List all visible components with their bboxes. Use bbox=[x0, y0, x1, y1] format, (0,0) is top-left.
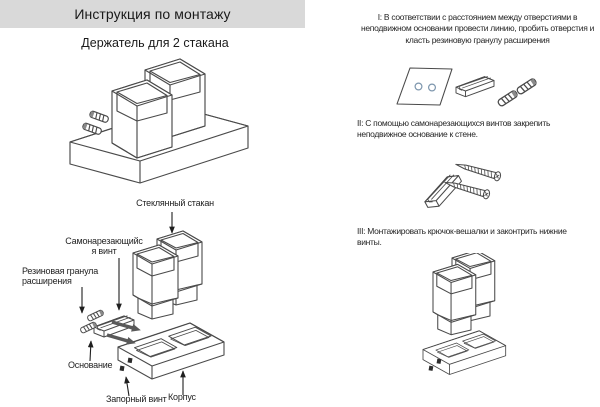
steps-panel: I: В соответствии с расстоянием между от… bbox=[355, 0, 600, 407]
wall-plate-drawing bbox=[396, 67, 453, 106]
step-2-illustration bbox=[418, 159, 503, 212]
housing-drawing bbox=[118, 323, 224, 379]
locking-screw-icon bbox=[428, 358, 442, 371]
callout-arrows bbox=[79, 212, 186, 397]
page-title: Инструкция по монтажу bbox=[74, 6, 231, 22]
label-glass-cup: Стеклянный стакан bbox=[136, 198, 214, 208]
step-3-illustration bbox=[405, 253, 580, 385]
step-2-text: II: С помощью самонарезающихся винтов за… bbox=[357, 118, 551, 140]
label-locking-screw: Запорный винт bbox=[106, 394, 167, 404]
base-rail-drawing bbox=[455, 75, 495, 98]
drill-hole-icon bbox=[414, 82, 436, 92]
assembled-product-drawing bbox=[69, 58, 249, 184]
step-1-illustration bbox=[396, 67, 538, 108]
title-bar: Инструкция по монтажу bbox=[0, 0, 305, 28]
step-3-text: III: Монтажировать крючок-вешалки и зако… bbox=[357, 226, 567, 248]
product-subtitle: Держатель для 2 стакана bbox=[81, 36, 229, 50]
label-body: Корпус bbox=[168, 392, 196, 402]
label-self-tapping-screw: Самонарезающийся винт bbox=[65, 236, 143, 257]
glass-cup-front-drawing bbox=[111, 79, 173, 159]
glass-cup-front-drawing bbox=[432, 263, 477, 336]
locking-screw-icon bbox=[119, 357, 133, 372]
housing-drawing bbox=[423, 331, 506, 375]
label-rubber-granule: Резиновая гранула расширения bbox=[22, 266, 99, 287]
base-rail-drawing bbox=[418, 171, 468, 212]
step-1-text: I: В соответствии с расстоянием между от… bbox=[360, 12, 595, 45]
anchor-dowel-icon bbox=[496, 77, 538, 108]
arrow-base bbox=[87, 340, 94, 362]
arrow-locking-screw bbox=[124, 376, 130, 397]
label-base: Основание bbox=[68, 360, 113, 370]
exploded-assembly-drawing bbox=[79, 212, 260, 397]
